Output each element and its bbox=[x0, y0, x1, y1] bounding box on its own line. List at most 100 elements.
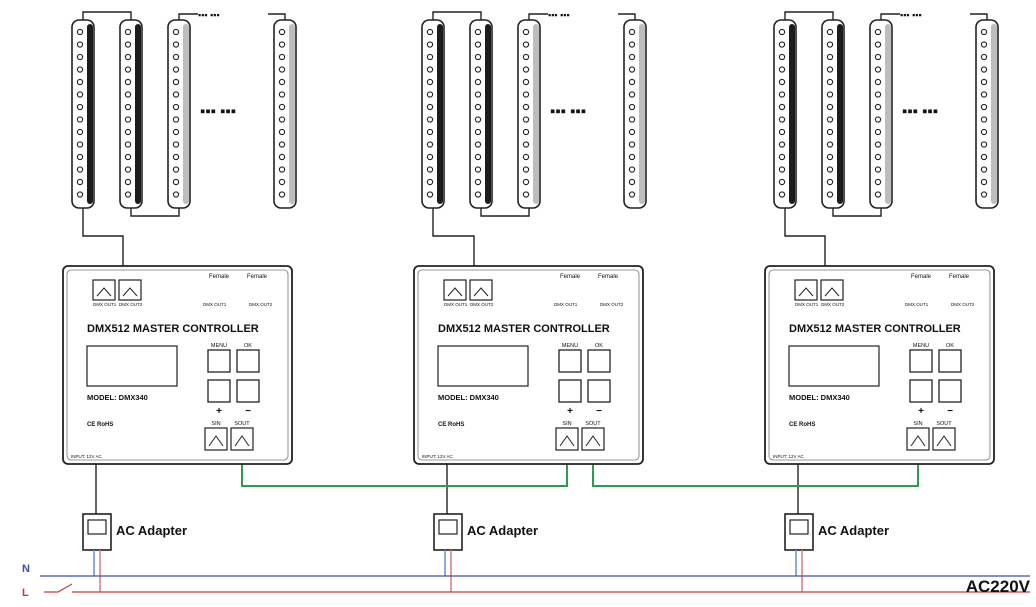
ellipsis-top: ▪▪▪ ▪▪▪ bbox=[900, 10, 922, 20]
model-label: MODEL: DMX340 bbox=[87, 393, 148, 402]
ok-button[interactable] bbox=[236, 349, 260, 373]
ok-button[interactable] bbox=[587, 349, 611, 373]
dmx-out-port[interactable] bbox=[118, 279, 142, 301]
dmx-out1-label: DMX OUT1 bbox=[93, 302, 117, 307]
led-bar-icon bbox=[273, 19, 297, 209]
live-switch-icon bbox=[44, 583, 73, 593]
bar-link-wire bbox=[880, 13, 900, 20]
dmx-out2-label: DMX OUT2 bbox=[821, 302, 845, 307]
controller-inner-border bbox=[66, 269, 289, 461]
sout-port[interactable] bbox=[230, 427, 254, 451]
sout-label: SOUT bbox=[234, 421, 250, 427]
sin-port[interactable] bbox=[555, 427, 579, 451]
sout-port[interactable] bbox=[932, 427, 956, 451]
minus-button[interactable] bbox=[938, 379, 962, 403]
input-label: INPUT: 12V AC bbox=[422, 454, 454, 459]
minus-label: − bbox=[245, 406, 251, 417]
plus-label: + bbox=[216, 406, 222, 417]
model-label: MODEL: DMX340 bbox=[438, 393, 499, 402]
minus-label: − bbox=[596, 406, 602, 417]
plus-button[interactable] bbox=[558, 379, 582, 403]
dmx-out1-side-label: DMX OUT1 bbox=[203, 302, 227, 307]
neutral-label: N bbox=[22, 563, 30, 575]
menu-label: MENU bbox=[211, 343, 227, 349]
adapter-plug-face bbox=[438, 519, 458, 535]
menu-button[interactable] bbox=[558, 349, 582, 373]
adapter-plug-face bbox=[87, 519, 107, 535]
minus-button[interactable] bbox=[587, 379, 611, 403]
rj45-jack-icon bbox=[96, 287, 112, 297]
led-bar-icon bbox=[623, 19, 647, 209]
led-bar-group-2: ▪▪▪ ▪▪▪▪▪▪ ▪▪▪ bbox=[421, 10, 647, 272]
ellipsis-middle: ▪▪▪ ▪▪▪ bbox=[200, 103, 236, 120]
minus-button[interactable] bbox=[236, 379, 260, 403]
ok-label: OK bbox=[946, 343, 954, 349]
controller-title: DMX512 MASTER CONTROLLER bbox=[789, 323, 961, 335]
dmx-out-port[interactable] bbox=[820, 279, 844, 301]
bar-to-controller-wire bbox=[432, 208, 475, 272]
ellipsis-middle: ▪▪▪ ▪▪▪ bbox=[902, 103, 938, 120]
led-bar-icon bbox=[119, 19, 143, 209]
led-bar-icon bbox=[773, 19, 797, 209]
dmx-out1-side-label: DMX OUT1 bbox=[905, 302, 929, 307]
sout-label: SOUT bbox=[936, 421, 952, 427]
dmx-out-port[interactable] bbox=[794, 279, 818, 301]
adapter-plug-face bbox=[789, 519, 809, 535]
rj45-jack-icon bbox=[936, 435, 952, 447]
sout-label: SOUT bbox=[585, 421, 601, 427]
dmx-out1-label: DMX OUT1 bbox=[444, 302, 468, 307]
dmx-out2-side-label: DMX OUT2 bbox=[600, 302, 624, 307]
led-bar-icon bbox=[517, 19, 541, 209]
dmx-out-port[interactable] bbox=[443, 279, 467, 301]
dmx-out-port[interactable] bbox=[469, 279, 493, 301]
bar-link-wire bbox=[618, 13, 636, 20]
led-bar-icon bbox=[975, 19, 999, 209]
live-label: L bbox=[22, 587, 29, 599]
menu-button[interactable] bbox=[207, 349, 231, 373]
ok-label: OK bbox=[244, 343, 252, 349]
bar-link-wire bbox=[432, 11, 482, 20]
input-label: INPUT: 12V AC bbox=[773, 454, 805, 459]
plus-label: + bbox=[918, 406, 924, 417]
ac-adapter-3: AC Adapter bbox=[784, 513, 889, 592]
rj45-jack-icon bbox=[473, 287, 489, 297]
female-left-label: Female bbox=[560, 274, 581, 280]
rj45-jack-icon bbox=[910, 435, 926, 447]
sin-port[interactable] bbox=[204, 427, 228, 451]
ok-label: OK bbox=[595, 343, 603, 349]
dmx-out2-side-label: DMX OUT2 bbox=[951, 302, 975, 307]
sin-label: SIN bbox=[211, 421, 220, 427]
sin-port[interactable] bbox=[906, 427, 930, 451]
bar-link-wire bbox=[832, 208, 882, 217]
rj45-jack-icon bbox=[208, 435, 224, 447]
ac-adapter-label: AC Adapter bbox=[467, 523, 538, 538]
adapters-layer: AC Adapter AC Adapter AC Adapter bbox=[82, 513, 889, 592]
controller-inner-border bbox=[417, 269, 640, 461]
lcd-display bbox=[788, 345, 880, 387]
led-bar-group-1: ▪▪▪ ▪▪▪▪▪▪ ▪▪▪ bbox=[71, 10, 297, 272]
plus-button[interactable] bbox=[207, 379, 231, 403]
led-bar-icon bbox=[421, 19, 445, 209]
ac-adapter-label: AC Adapter bbox=[116, 523, 187, 538]
bar-link-wire bbox=[268, 13, 286, 20]
bar-link-wire bbox=[528, 13, 548, 20]
plus-button[interactable] bbox=[909, 379, 933, 403]
dmx-out-port[interactable] bbox=[92, 279, 116, 301]
menu-button[interactable] bbox=[909, 349, 933, 373]
menu-label: MENU bbox=[562, 343, 578, 349]
female-right-label: Female bbox=[949, 274, 970, 280]
rj45-jack-icon bbox=[559, 435, 575, 447]
sout-port[interactable] bbox=[581, 427, 605, 451]
ellipsis-middle: ▪▪▪ ▪▪▪ bbox=[550, 103, 586, 120]
dmx-out2-label: DMX OUT2 bbox=[470, 302, 494, 307]
bar-link-wire bbox=[130, 208, 180, 217]
bar-link-wire bbox=[178, 13, 198, 20]
sin-label: SIN bbox=[913, 421, 922, 427]
dmx-out1-label: DMX OUT1 bbox=[795, 302, 819, 307]
ok-button[interactable] bbox=[938, 349, 962, 373]
wires-layer bbox=[95, 450, 919, 514]
